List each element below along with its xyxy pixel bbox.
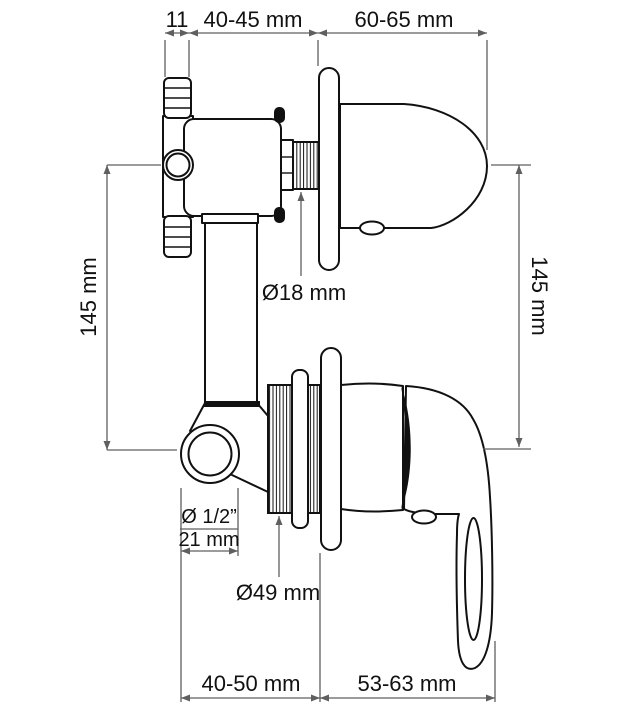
dim-label-top-recess: 40-45 mm <box>203 7 302 32</box>
dimension-top: 11 40-45 mm 60-65 mm <box>164 7 488 150</box>
dimension-left-height: 145 mm <box>76 164 177 451</box>
connection-nut <box>280 139 294 191</box>
dome-cover <box>339 103 488 229</box>
mounting-nut <box>291 369 309 529</box>
dimension-inlet: Ø 1/2” 21 mm <box>178 488 240 702</box>
elbow-contour <box>256 402 269 417</box>
seal-bottom <box>274 207 285 223</box>
riser-pipe <box>204 213 258 404</box>
inlet-port-outer <box>180 424 240 484</box>
dimension-right-height: 145 mm <box>483 164 552 450</box>
dome-index-button <box>359 220 385 236</box>
seal-top <box>274 107 285 123</box>
temperature-index-button <box>411 509 437 525</box>
dim-label-right-height: 145 mm <box>527 256 552 335</box>
handle-slot <box>464 517 483 641</box>
concealed-valve-assembly <box>162 67 488 407</box>
dim-label-inlet-diameter: 21 mm <box>178 529 239 551</box>
callout-body-diameter: Ø49 mm <box>236 516 320 605</box>
dim-label-bottom-recess: 40-50 mm <box>201 671 300 696</box>
side-port-inner <box>165 152 191 178</box>
dimension-bottom: 40-50 mm 53-63 mm <box>181 553 496 702</box>
valve-body <box>183 118 282 217</box>
handle-joint-ring <box>401 386 411 510</box>
dimension-annotations: 11 40-45 mm 60-65 mm 145 mm 145 mm Ø18 m… <box>76 7 552 702</box>
pipe-collar <box>201 213 259 224</box>
dim-label-bottom-protrusion: 53-63 mm <box>357 671 456 696</box>
dim-label-inlet-thread: Ø 1/2” <box>181 506 237 528</box>
wall-escutcheon-top <box>318 67 340 271</box>
dim-label-body-diameter: Ø49 mm <box>236 580 320 605</box>
top-hose-connector <box>163 77 192 119</box>
dim-label-top-protrusion: 60-65 mm <box>354 7 453 32</box>
elbow-contour <box>231 474 269 493</box>
bottom-hose-connector <box>163 215 192 258</box>
connection-nut-body <box>280 139 294 191</box>
dim-label-left-height: 145 mm <box>76 257 101 336</box>
mixer-assembly <box>180 347 494 670</box>
elbow-contour <box>189 402 206 432</box>
callout-stem-diameter: Ø18 mm <box>262 192 346 305</box>
dim-label-stem-diameter: Ø18 mm <box>262 280 346 305</box>
inlet-port-inner <box>187 431 233 477</box>
pipe-joint-band <box>204 401 260 407</box>
threaded-stem <box>292 141 321 190</box>
cartridge-body <box>340 382 404 513</box>
wall-escutcheon-bottom <box>320 347 342 551</box>
dim-label-connector-width: 11 <box>166 7 189 32</box>
